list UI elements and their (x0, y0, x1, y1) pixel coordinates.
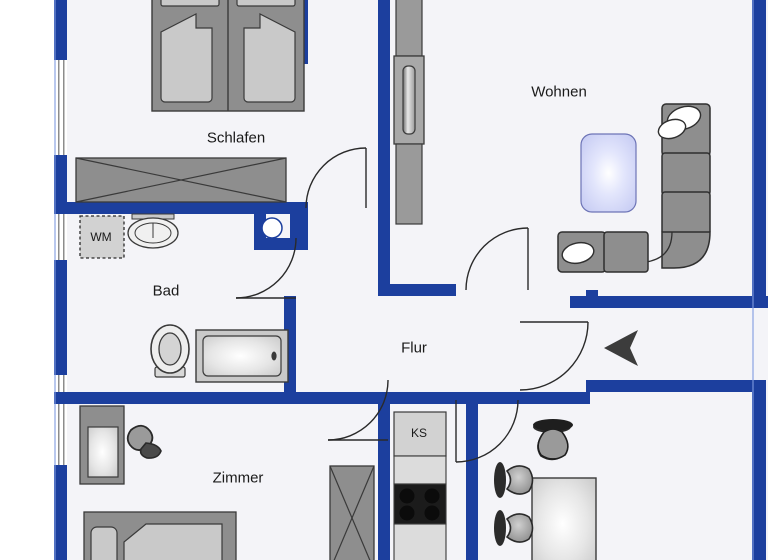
washbasin-icon (127, 213, 179, 249)
room-label-flur: Flur (401, 339, 427, 357)
toilet-icon (150, 324, 190, 378)
entrance-direction-arrow (604, 330, 638, 366)
schlafen-furniture (75, 0, 305, 203)
appliance-label-ks: KS (410, 426, 428, 440)
sofa-cushion (561, 241, 595, 265)
room-label-wohnen: Wohnen (531, 83, 587, 101)
window-bad-left (56, 213, 67, 260)
plant-icon (533, 419, 573, 460)
sofa-cushion (657, 118, 687, 140)
zimmer-furniture (79, 405, 375, 560)
coffee-table (580, 133, 637, 213)
corner-sofa (557, 103, 711, 273)
dining-chair-icon (494, 510, 534, 546)
window-schlafen-left (56, 60, 67, 155)
desk-chair-icon (126, 424, 162, 459)
kitchen-fixtures (393, 411, 447, 560)
room-label-schlafen: Schlafen (206, 129, 266, 147)
round-column (261, 217, 283, 239)
bad-fixtures (79, 213, 289, 383)
cooktop-icon (393, 483, 447, 525)
wohnen-furniture (393, 0, 711, 273)
appliance-label-wm: WM (90, 230, 112, 244)
room-label-bad: Bad (152, 282, 180, 300)
wall-highlights (54, 0, 754, 560)
door-swings (235, 147, 589, 463)
room-label-zimmer: Zimmer (212, 469, 264, 487)
window-zimmer-left (56, 375, 67, 465)
bathtub-icon (195, 329, 289, 383)
dining-chair-icon (494, 462, 534, 498)
